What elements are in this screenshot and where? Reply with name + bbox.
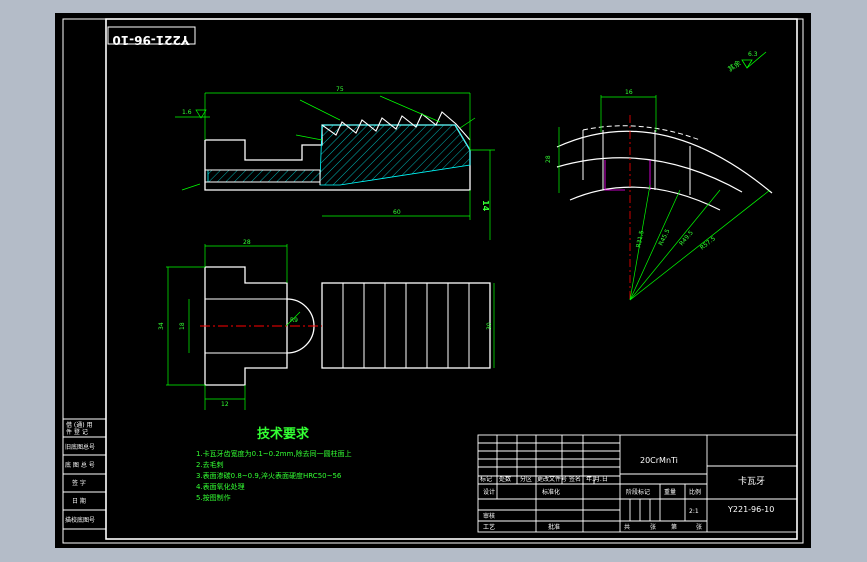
dim-arc-height: 28	[545, 155, 552, 163]
side-label: 日 期	[72, 497, 86, 505]
tb-approve: 批准	[548, 523, 560, 531]
note-item: 4.表面氧化处理	[196, 482, 245, 491]
tb-review: 审核	[483, 512, 495, 520]
dim-plan-bottom: 12	[221, 401, 229, 408]
tb-sheet-unit2: 张	[696, 523, 702, 531]
dim-arc-width: 16	[625, 89, 633, 96]
side-label: 旧底图总号	[65, 443, 95, 451]
tb-design: 设计	[483, 488, 495, 496]
note-item: 1.卡瓦牙齿宽度为0.1~0.2mm,除去同一圆柱面上	[196, 449, 352, 458]
dim-plan-right: 30	[486, 322, 493, 330]
tb-header-sign: 签名	[569, 475, 581, 483]
tb-scale-label: 比例	[689, 488, 701, 496]
teeth-profile	[321, 111, 471, 141]
tb-part-name: 卡瓦牙	[738, 475, 765, 487]
tb-standard: 标准化	[542, 488, 560, 496]
tb-header-docno: 更改文件号	[537, 475, 567, 483]
tb-sheet-unit: 张	[650, 523, 656, 531]
note-item: 3.表面渗碳0.8~0.9,淬火表面硬度HRC50~56	[196, 471, 342, 480]
drawing-sheet	[55, 13, 811, 548]
tb-material: 20CrMnTi	[640, 456, 678, 465]
mirrored-drawing-code: Y221-96-10	[112, 33, 190, 47]
side-label: 件 登 记	[66, 428, 88, 436]
dim-plan-height: 34	[158, 322, 165, 330]
dim-top-height: 14	[481, 200, 490, 212]
note-item: 5.按图制作	[196, 493, 231, 502]
tb-stage-mark: 阶段标记	[626, 488, 650, 496]
side-label: 签 字	[72, 479, 86, 487]
title-block	[477, 434, 798, 533]
plan-view: 28 34 18 30 12 R9	[158, 239, 495, 410]
technical-notes: 技术要求 1.卡瓦牙齿宽度为0.1~0.2mm,除去同一圆柱面上 2.去毛刺 3…	[196, 426, 352, 502]
tb-header-mark: 标记	[480, 475, 492, 483]
side-table	[62, 418, 107, 530]
tb-drawing-no: Y221-96-10	[727, 505, 774, 514]
dim-r1: R31.5	[635, 230, 646, 249]
dim-top-partial: 60	[393, 209, 401, 216]
dim-plan-width: 28	[243, 239, 251, 246]
side-label: 描校底图号	[65, 516, 95, 524]
tb-sheet-of: 第	[671, 523, 677, 531]
side-label: 借 (通) 用	[66, 421, 93, 429]
tb-header-count: 处数	[499, 475, 511, 483]
dim-plan-radius: R9	[290, 317, 298, 324]
dim-top-left: 1.6	[182, 109, 192, 116]
tb-header-zone: 分区	[520, 475, 532, 483]
dim-top-overall: 75	[336, 86, 344, 93]
mirrored-code-box: Y221-96-10	[107, 26, 196, 47]
tb-weight: 重量	[664, 488, 676, 496]
dim-plan-inner: 18	[179, 322, 186, 330]
arc-view: R31.5 R45.5 R49.5 R57.5 16 28 6.3 其余	[545, 51, 773, 301]
tb-header-date: 年.月.日	[586, 475, 608, 483]
section-view: 75 60 14 1.6	[175, 86, 495, 240]
note-item: 2.去毛刺	[196, 460, 224, 469]
tb-scale: 2:1	[689, 508, 699, 515]
notes-title: 技术要求	[257, 426, 310, 442]
roughness-value: 6.3	[748, 51, 758, 58]
tb-process: 工艺	[483, 523, 495, 531]
tb-sheet-total: 共	[624, 523, 630, 531]
side-label: 底 图 总 号	[65, 461, 95, 469]
